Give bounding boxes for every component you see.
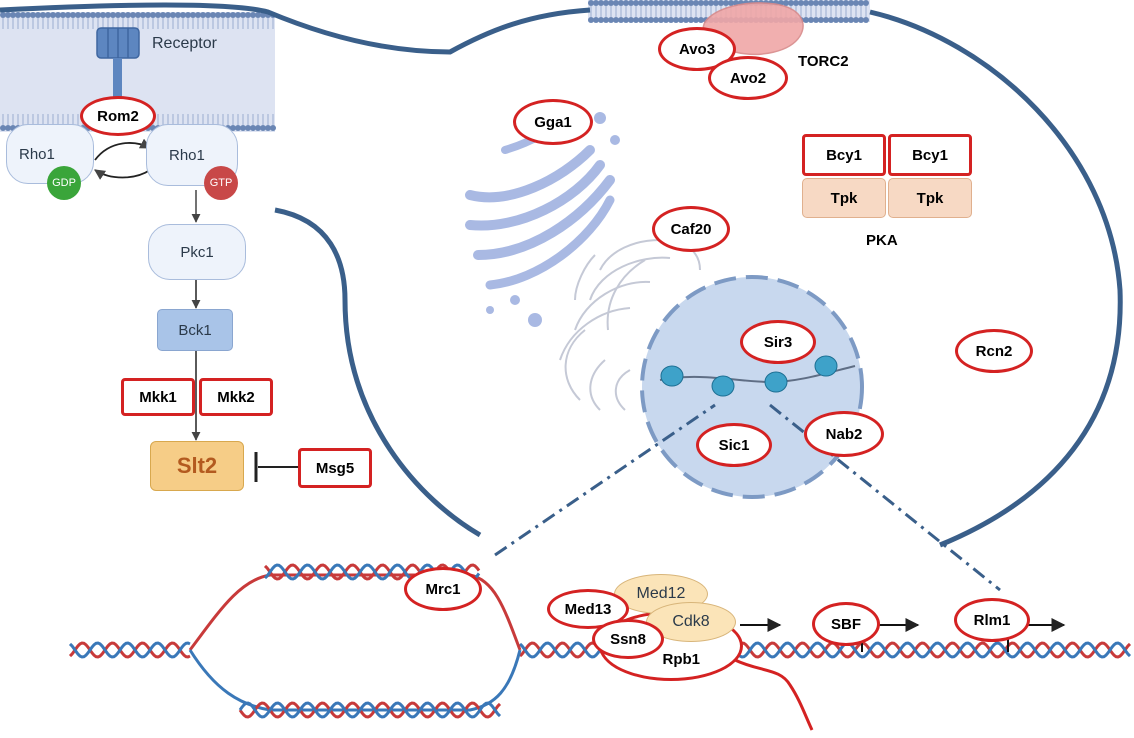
gtp-badge: GTP: [204, 166, 238, 200]
mrc1-oval: Mrc1: [404, 567, 482, 611]
avo2-oval: Avo2: [708, 56, 788, 100]
gga1-oval: Gga1: [513, 99, 593, 145]
rcn2-oval: Rcn2: [955, 329, 1033, 373]
mkk1-box: Mkk1: [121, 378, 195, 416]
tpk-box-left: Tpk: [802, 178, 886, 218]
msg5-box: Msg5: [298, 448, 372, 488]
sbf-oval: SBF: [812, 602, 880, 646]
bcy1-box-right: Bcy1: [888, 134, 972, 176]
cdk8-oval: Cdk8: [646, 602, 736, 642]
slt2-node: Slt2: [150, 441, 244, 491]
rom2-oval: Rom2: [80, 96, 156, 136]
dna-strands: [68, 563, 1132, 719]
rpb1-tail: [734, 658, 814, 731]
gdp-badge: GDP: [47, 166, 81, 200]
tpk-box-right: Tpk: [888, 178, 972, 218]
rho1-label: Rho1: [19, 145, 55, 163]
rpb1-label: Rpb1: [662, 651, 701, 668]
endoplasmic-reticulum: [559, 238, 701, 411]
rho1-label: Rho1: [169, 146, 205, 164]
receptor-label: Receptor: [152, 35, 217, 52]
torc2-label: TORC2: [798, 53, 849, 70]
sir3-oval: Sir3: [740, 320, 816, 364]
receptor-icon: [96, 27, 140, 100]
nab2-oval: Nab2: [804, 411, 884, 457]
caf20-oval: Caf20: [652, 206, 730, 252]
ssn8-oval: Ssn8: [592, 619, 664, 659]
sic1-oval: Sic1: [696, 423, 772, 467]
cell-membrane-outline: [0, 2, 591, 55]
nucleosomes: [660, 355, 838, 397]
bck1-node: Bck1: [157, 309, 233, 351]
pkc1-node: Pkc1: [148, 224, 246, 280]
bcy1-box-left: Bcy1: [802, 134, 886, 176]
pka-label: PKA: [866, 232, 898, 249]
rlm1-oval: Rlm1: [954, 598, 1030, 642]
mkk2-box: Mkk2: [199, 378, 273, 416]
